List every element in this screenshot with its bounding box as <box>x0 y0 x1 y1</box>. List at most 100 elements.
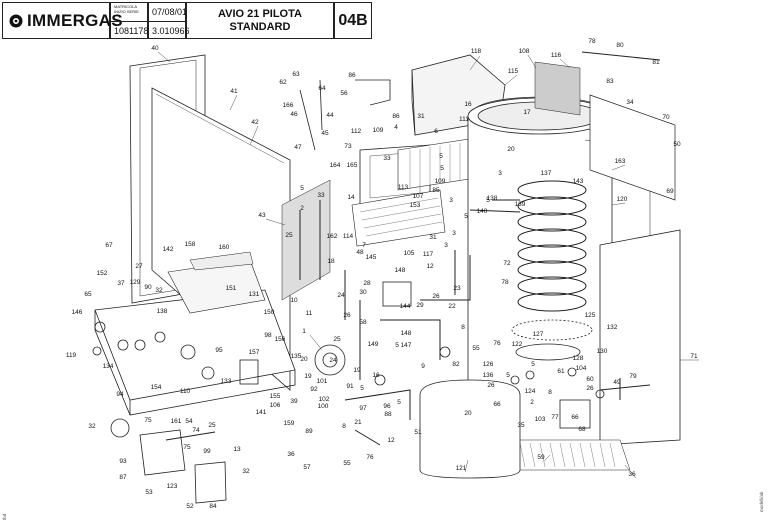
part-callout-73: 73 <box>344 143 352 150</box>
part-callout-165: 165 <box>347 162 358 169</box>
part-callout-42: 42 <box>251 119 259 126</box>
part-callout-76: 76 <box>366 454 374 461</box>
part-callout-31: 31 <box>417 113 425 120</box>
part-callout-138: 138 <box>487 195 498 202</box>
part-callout-119: 119 <box>66 352 77 359</box>
part-callout-99: 99 <box>203 448 211 455</box>
part-callout-55: 55 <box>343 460 351 467</box>
part-callout-100: 100 <box>318 403 329 410</box>
part-callout-102: 102 <box>319 396 330 403</box>
model-title: AVIO 21 PILOTA STANDARD <box>186 2 334 39</box>
part-callout-153: 153 <box>410 202 421 209</box>
immergas-logo-icon <box>9 14 23 28</box>
part-callout-75: 75 <box>144 417 152 424</box>
part-callout-26: 26 <box>432 293 440 300</box>
part-callout-8: 8 <box>461 324 465 331</box>
part-callout-62: 62 <box>279 79 287 86</box>
part-callout-72: 72 <box>503 260 511 267</box>
part-callout-68: 68 <box>578 426 586 433</box>
part-callout-23: 23 <box>453 285 461 292</box>
part-callout-114: 114 <box>343 233 354 240</box>
part-callout-32: 32 <box>88 423 96 430</box>
part-callout-56: 56 <box>340 90 348 97</box>
part-callout-120: 120 <box>617 196 628 203</box>
part-callout-2: 2 <box>300 205 304 212</box>
gas-valve <box>382 281 412 307</box>
part-callout-97: 97 <box>359 405 367 412</box>
part-callout-137: 137 <box>541 170 552 177</box>
part-callout-112: 112 <box>351 128 362 135</box>
part-callout-115: 115 <box>508 68 519 75</box>
part-callout-16: 16 <box>464 101 472 108</box>
part-callout-65: 65 <box>84 291 92 298</box>
part-callout-111: 111 <box>459 116 469 123</box>
part-callout-66: 66 <box>571 414 579 421</box>
date-cell: 07/08/01 3.010966 <box>148 2 190 39</box>
part-callout-110: 110 <box>180 388 191 395</box>
right-margin-label: modelli/ab <box>759 491 764 512</box>
part-callout-5: 5 <box>440 165 444 172</box>
part-callout-43: 43 <box>258 212 266 219</box>
part-callout-25: 25 <box>333 336 341 343</box>
part-callout-150: 150 <box>264 309 275 316</box>
left-margin-label: tbd <box>2 513 7 520</box>
part-callout-5: 5 <box>464 213 468 220</box>
part-callout-133: 133 <box>221 378 232 385</box>
part-callout-27: 27 <box>135 263 143 270</box>
brand-logo: IMMERGAS <box>2 2 123 39</box>
part-callout-82: 82 <box>452 361 460 368</box>
part-callout-28: 28 <box>363 280 371 287</box>
part-callout-149: 149 <box>368 341 379 348</box>
part-callout-29: 29 <box>416 302 424 309</box>
part-callout-5: 5 <box>506 372 510 379</box>
part-callout-24: 24 <box>337 292 345 299</box>
part-callout-135: 135 <box>291 353 302 360</box>
part-callout-79: 79 <box>629 373 637 380</box>
part-callout-13: 13 <box>233 446 241 453</box>
part-callout-19: 19 <box>353 367 361 374</box>
part-callout-5: 5 <box>397 399 401 406</box>
part-callout-26: 26 <box>343 312 351 319</box>
part-callout-161: 161 <box>171 418 182 425</box>
part-callout-2: 2 <box>530 399 534 406</box>
part-callout-69: 69 <box>666 188 674 195</box>
part-callout-93: 93 <box>119 458 127 465</box>
part-callout-63: 63 <box>292 71 300 78</box>
part-callout-37: 37 <box>117 280 125 287</box>
serial-caption: MATRICOLA INIZIO SERIE <box>114 4 139 14</box>
part-callout-95: 95 <box>215 347 223 354</box>
part-callout-5: 5 <box>395 342 399 349</box>
serial-a: 1081178 <box>114 26 149 36</box>
part-callout-21: 21 <box>354 419 362 426</box>
part-callout-34: 34 <box>626 99 634 106</box>
part-callout-57: 57 <box>303 464 311 471</box>
part-callout-143: 143 <box>573 178 584 185</box>
part-callout-117: 117 <box>423 251 434 258</box>
part-callout-70: 70 <box>662 114 670 121</box>
part-callout-25: 25 <box>208 422 216 429</box>
part-callout-146: 146 <box>72 309 83 316</box>
part-callout-103: 103 <box>535 416 546 423</box>
table-code: 04B <box>334 2 372 39</box>
part-callout-14: 14 <box>347 194 355 201</box>
part-callout-20: 20 <box>300 356 308 363</box>
part-callout-25: 25 <box>285 232 293 239</box>
part-callout-163: 163 <box>615 158 626 165</box>
part-callout-158: 158 <box>185 241 196 248</box>
part-callout-64: 64 <box>318 85 326 92</box>
part-callout-9: 9 <box>421 363 425 370</box>
part-callout-8: 8 <box>548 389 552 396</box>
part-callout-76: 76 <box>493 340 501 347</box>
part-callout-123: 123 <box>167 483 178 490</box>
part-callout-18: 18 <box>327 258 335 265</box>
part-callout-53: 53 <box>145 489 153 496</box>
part-callout-125: 125 <box>585 312 596 319</box>
part-callout-166: 166 <box>283 102 294 109</box>
thermostat <box>110 418 130 438</box>
heat-coil <box>517 180 587 312</box>
part-callout-84: 84 <box>209 503 217 510</box>
part-callout-16: 16 <box>372 372 380 379</box>
part-callout-152: 152 <box>97 270 108 277</box>
part-callout-31: 31 <box>429 234 437 241</box>
